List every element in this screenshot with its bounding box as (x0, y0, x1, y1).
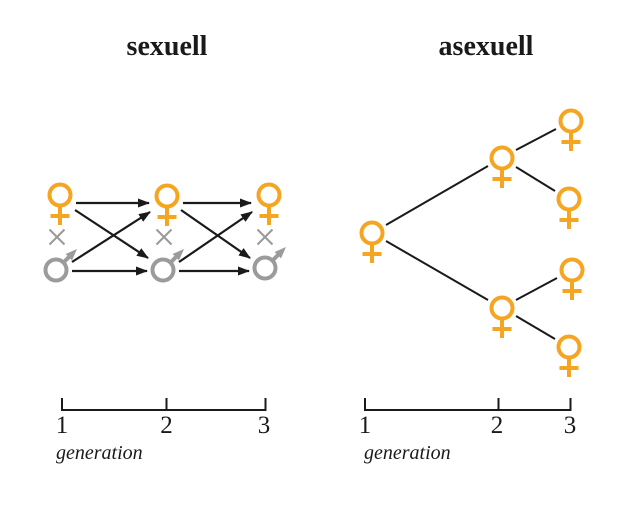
asexual-panel-title: asexuell (439, 31, 534, 62)
sexual-panel-title: sexuell (127, 31, 208, 62)
tick-label-1: 1 (359, 412, 372, 439)
descent-line (385, 165, 489, 226)
descent-tree-lines (385, 128, 558, 340)
female-icon (154, 183, 180, 228)
female-icon (47, 182, 73, 227)
male-icon (43, 247, 79, 283)
tick-label-3: 3 (564, 412, 577, 439)
mating-cross-icon (256, 228, 274, 246)
female-icon (489, 145, 515, 190)
female-icon (556, 186, 582, 231)
generation-axis-left: 1 2 3 generation (56, 398, 271, 464)
arrow-female-to-male (180, 209, 251, 259)
tick-label-3: 3 (258, 412, 271, 439)
descent-line (515, 277, 558, 301)
inheritance-arrows-gen1-gen2 (71, 198, 151, 276)
arrow-male-to-female (71, 211, 151, 263)
female-icon (489, 295, 515, 340)
male-icon (150, 247, 186, 283)
female-icon (558, 108, 584, 153)
descent-line (385, 240, 489, 301)
axis-title: generation (364, 442, 451, 464)
axis-title: generation (56, 442, 143, 464)
female-icon (256, 182, 282, 227)
mating-cross-icon (48, 228, 66, 246)
descent-line (515, 128, 557, 151)
generation-axis-right: 1 2 3 generation (359, 398, 577, 464)
female-icon (359, 220, 385, 265)
descent-line (515, 166, 556, 192)
asexual-panel: asexuell 1 2 (359, 31, 585, 464)
arrow-female-to-male (74, 209, 149, 259)
axis-line (61, 398, 267, 411)
female-icon (556, 334, 582, 379)
mating-cross-icon (155, 228, 173, 246)
tick-label-1: 1 (56, 412, 69, 439)
sexual-panel: sexuell (43, 31, 288, 464)
arrow-male-to-female (178, 211, 253, 263)
female-icon (559, 257, 585, 302)
axis-line (364, 398, 572, 411)
tick-label-2: 2 (160, 412, 173, 439)
male-icon (252, 245, 288, 281)
tick-label-2: 2 (491, 412, 504, 439)
inheritance-arrows-gen2-gen3 (178, 198, 253, 276)
descent-line (515, 315, 556, 340)
